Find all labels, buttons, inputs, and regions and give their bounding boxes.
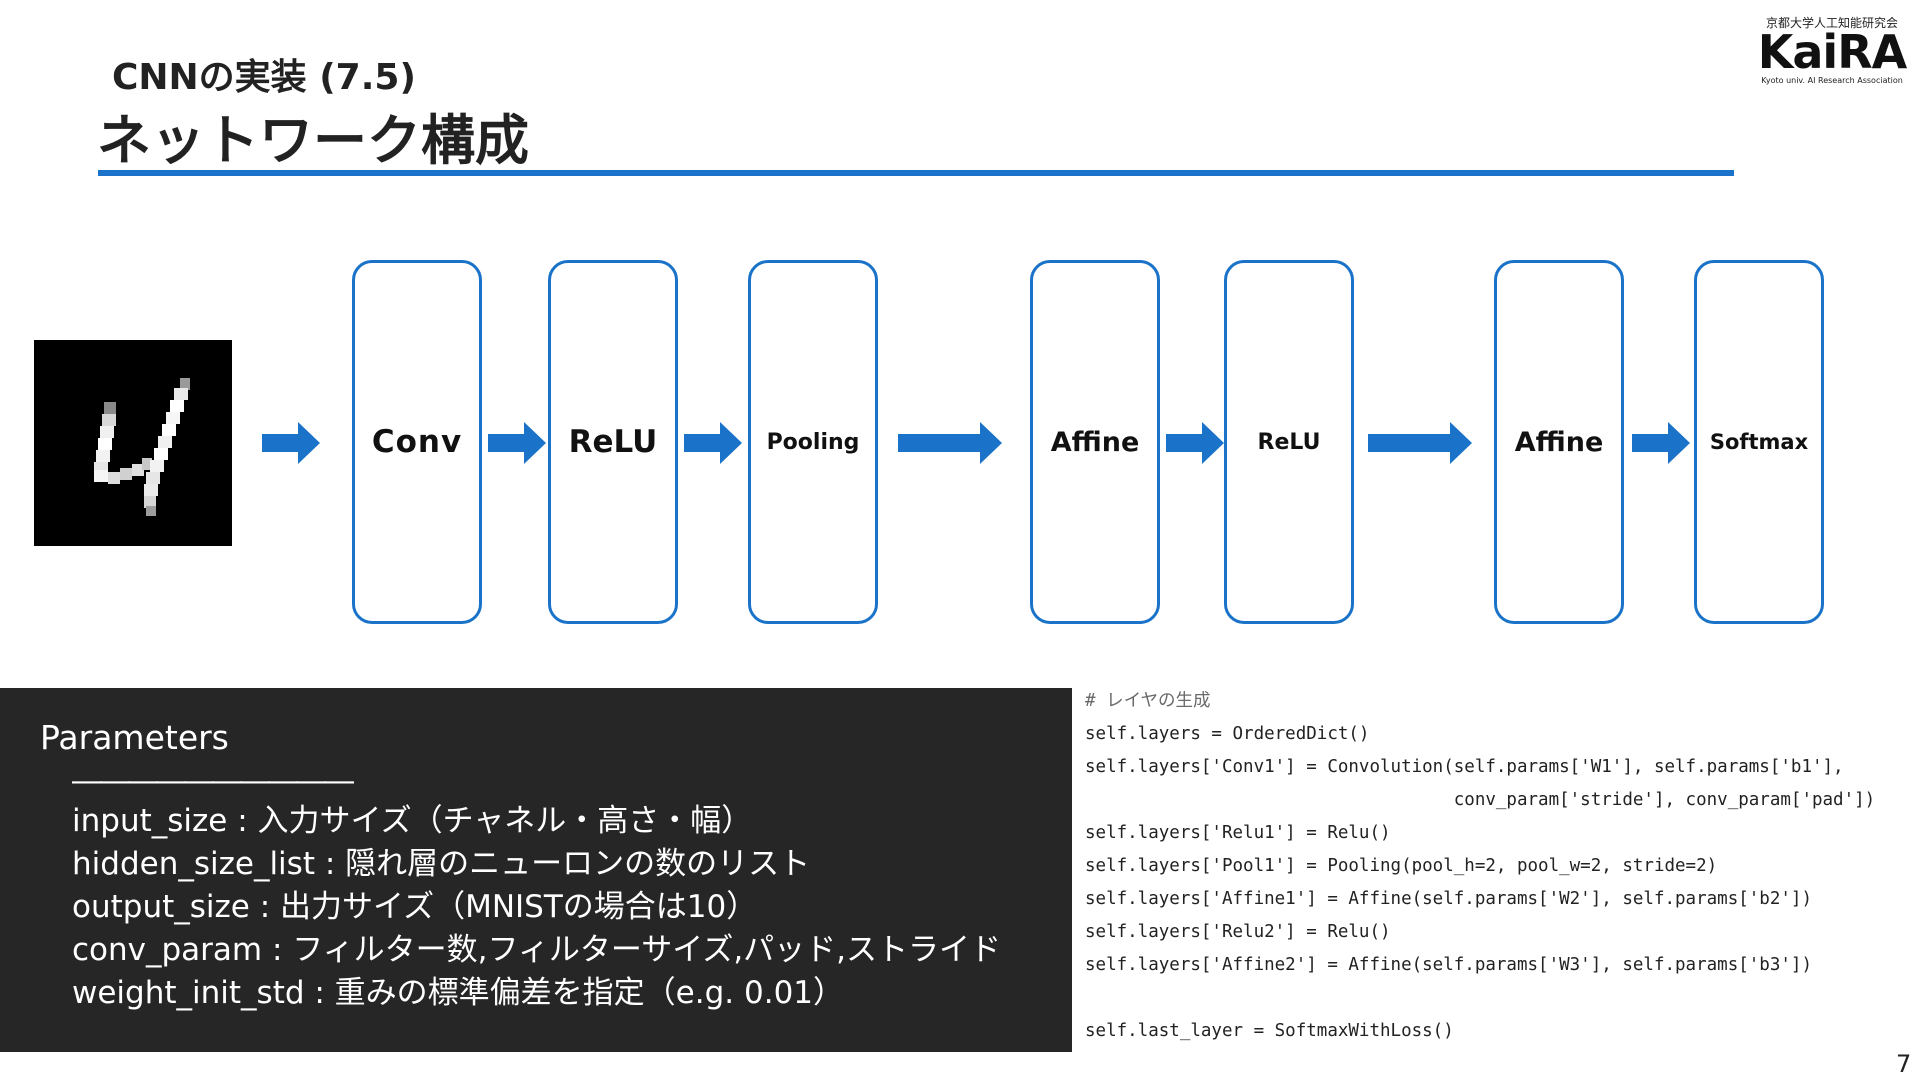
layer-label: Pooling (766, 429, 860, 455)
parameter-item: input_size : 入力サイズ（チャネル・高さ・幅） (72, 803, 753, 839)
parameter-item: hidden_size_list : 隠れ層のニューロンの数のリスト (72, 846, 811, 882)
arrow-right-icon (684, 422, 742, 464)
kaira-logo: 京都大学人工知能研究会 KaiRA Kyoto univ. AI Researc… (1752, 12, 1912, 85)
arrow-right-icon (262, 422, 320, 464)
code-line: self.last_layer = SoftmaxWithLoss() (1085, 1021, 1454, 1041)
logo-top-text: 京都大学人工知能研究会 (1765, 16, 1898, 30)
logo-bottom-text: Kyoto univ. AI Research Association (1761, 76, 1903, 85)
mnist-digit-4-image (34, 340, 232, 546)
arrow-right-icon (1632, 422, 1690, 464)
parameter-item: weight_init_std : 重みの標準偏差を指定（e.g. 0.01） (72, 975, 845, 1011)
code-line: self.layers['Relu1'] = Relu() (1085, 823, 1391, 843)
parameter-item: output_size : 出力サイズ（MNISTの場合は10） (72, 889, 758, 925)
code-line: self.layers['Relu2'] = Relu() (1085, 922, 1391, 942)
layer-box-relu: ReLU (548, 260, 678, 624)
slide-subtitle: CNNの実装 (7.5) (112, 57, 416, 98)
layer-label: ReLU (1257, 429, 1321, 455)
layer-label: Affine (1514, 426, 1604, 458)
code-line: conv_param['stride'], conv_param['pad']) (1085, 790, 1876, 810)
parameters-panel: Parameters ―――――――――― input_size : 入力サイズ… (0, 688, 1072, 1052)
code-comment: # レイヤの生成 (1085, 691, 1211, 711)
layer-box-conv: Conv (352, 260, 482, 624)
code-block: # レイヤの生成 self.layers = OrderedDict() sel… (1085, 688, 1915, 1058)
layer-label: Affine (1050, 426, 1140, 458)
code-line: self.layers['Affine1'] = Affine(self.par… (1085, 889, 1812, 909)
code-line: self.layers['Affine2'] = Affine(self.par… (1085, 955, 1812, 975)
title-underline (98, 170, 1734, 176)
digit-4-drawing (34, 340, 232, 546)
parameters-list: input_size : 入力サイズ（チャネル・高さ・幅） hidden_siz… (72, 800, 1001, 1015)
slide-title: ネットワーク構成 (97, 109, 529, 172)
layer-box-softmax: Softmax (1694, 260, 1824, 624)
layer-box-relu: ReLU (1224, 260, 1354, 624)
arrow-right-icon (898, 422, 1002, 464)
code-line: self.layers = OrderedDict() (1085, 724, 1370, 744)
code-line: self.layers['Conv1'] = Convolution(self.… (1085, 757, 1844, 777)
arrow-right-icon (1166, 422, 1224, 464)
arrow-right-icon (488, 422, 546, 464)
parameters-heading: Parameters (40, 718, 229, 757)
layer-box-pooling: Pooling (748, 260, 878, 624)
code-line: self.layers['Pool1'] = Pooling(pool_h=2,… (1085, 856, 1718, 876)
layer-label: Softmax (1709, 430, 1809, 454)
arrow-right-icon (1368, 422, 1472, 464)
parameter-item: conv_param : フィルター数,フィルターサイズ,パッド,ストライド (72, 932, 1002, 968)
layer-box-affine: Affine (1030, 260, 1160, 624)
page-number: 7 (1896, 1050, 1912, 1078)
layer-label: ReLU (568, 424, 658, 460)
logo-main-text: KaiRA (1757, 25, 1907, 79)
parameters-divider: ―――――――――― (72, 764, 354, 799)
layer-label: Conv (371, 424, 463, 460)
layer-box-affine: Affine (1494, 260, 1624, 624)
